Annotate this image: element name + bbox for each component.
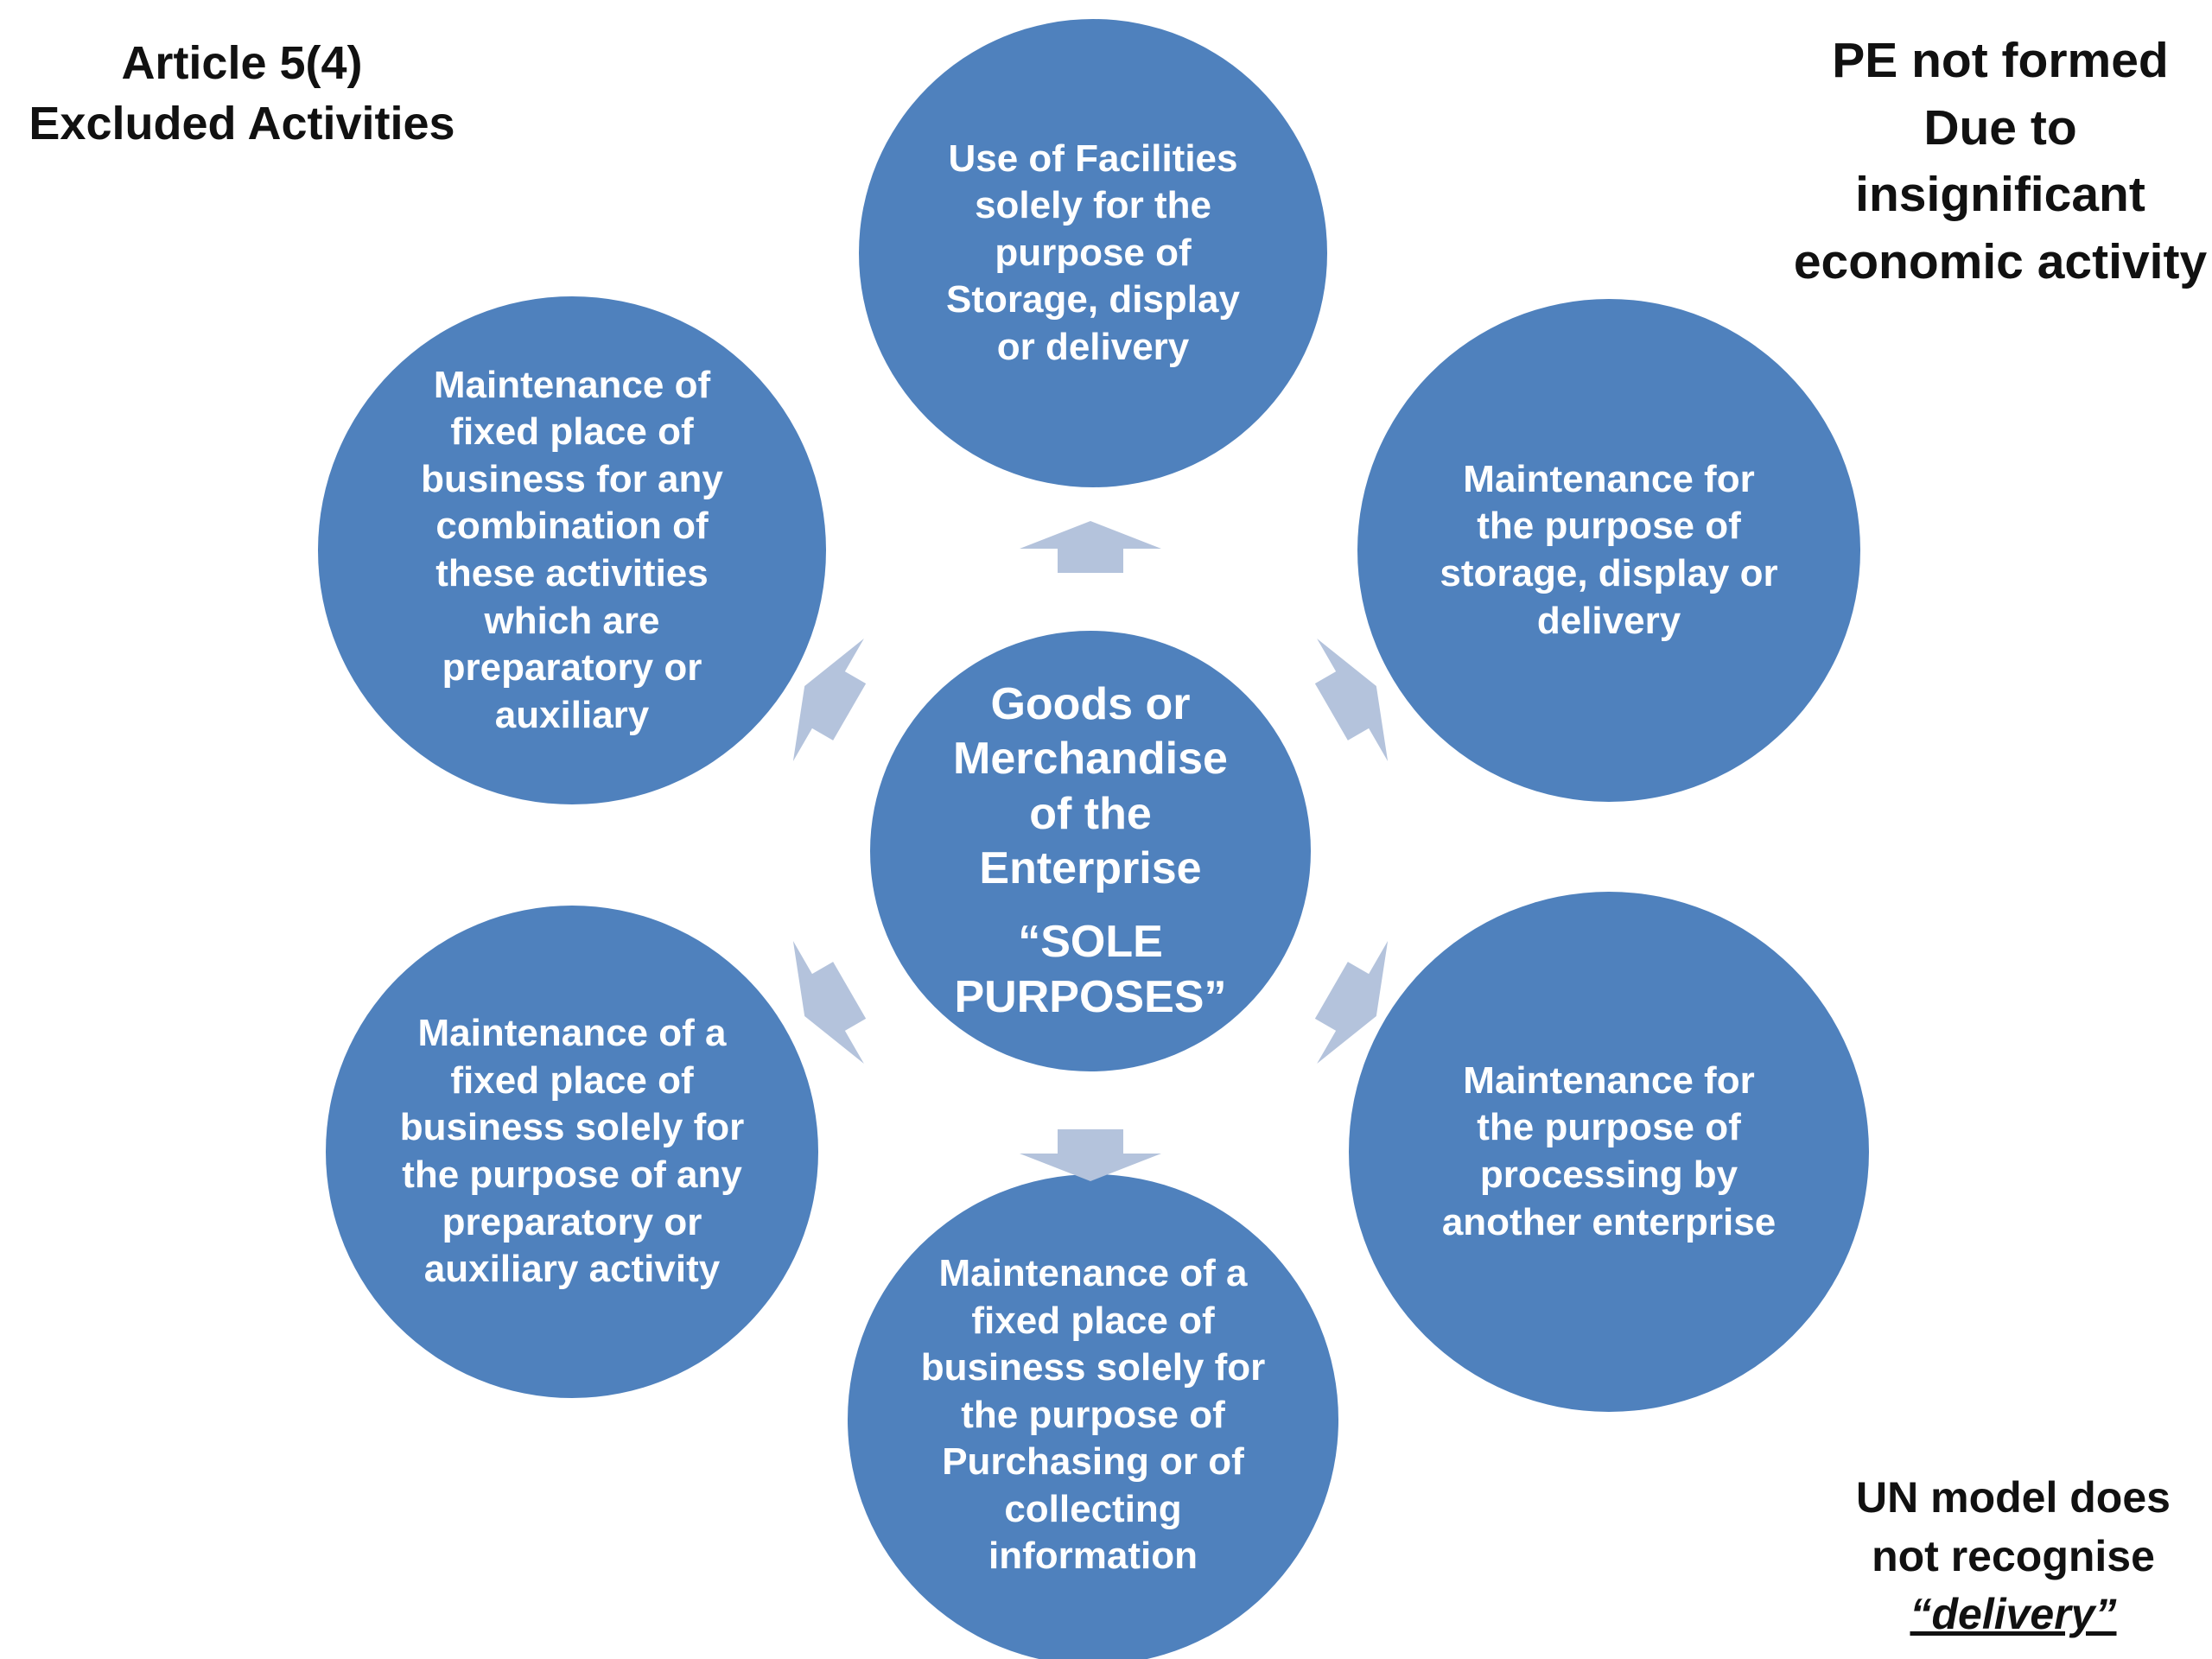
circle-lower-right-label: Maintenance for the purpose of processin… <box>1376 1039 1842 1264</box>
note-line: not recognise <box>1872 1531 2155 1580</box>
circle-bottom <box>848 1174 1338 1659</box>
label-line: fixed place of <box>971 1299 1215 1342</box>
center-label: Goods or Merchandise of the Enterprise “… <box>900 665 1281 1037</box>
label-line: information <box>988 1535 1198 1578</box>
label-line: Maintenance for <box>1463 457 1755 500</box>
label-line: storage, display or <box>1440 552 1778 594</box>
label-line: Use of Facilities <box>948 137 1238 180</box>
center-emphasis-line: “SOLE <box>1018 917 1163 968</box>
arrow-to-lower-right <box>1314 940 1389 1065</box>
label-line: the purpose of <box>961 1393 1225 1436</box>
center-emphasis-line: PURPOSES” <box>954 971 1227 1022</box>
label-line: another enterprise <box>1441 1200 1777 1243</box>
label-line: purpose of <box>995 231 1192 274</box>
arrow-to-top <box>1020 521 1161 573</box>
note-line: Due to <box>1923 99 2077 156</box>
circle-top <box>859 19 1327 487</box>
label-line: business for any <box>421 457 723 500</box>
center-line: of the <box>1029 788 1152 839</box>
center-line: Goods or <box>990 678 1191 729</box>
label-line: processing by <box>1479 1154 1738 1196</box>
note-line: PE not formed <box>1832 33 2169 88</box>
label-line: these activities <box>435 552 709 594</box>
label-line: or delivery <box>996 325 1190 368</box>
arrow-to-lower-left <box>792 940 867 1065</box>
label-line: auxiliary activity <box>423 1248 721 1291</box>
note-emphasis-delivery: “delivery” <box>1910 1590 2117 1638</box>
label-line: Purchasing or of <box>942 1440 1244 1484</box>
label-line: Maintenance of a <box>938 1252 1248 1295</box>
center-line: Merchandise <box>953 734 1228 785</box>
label-line: fixed place of <box>450 410 694 454</box>
label-line: the purpose of <box>1477 1106 1741 1149</box>
label-line: delivery <box>1536 599 1681 642</box>
circle-lower-left-label: Maintenance of a fixed place of business… <box>347 1005 797 1299</box>
arrow-to-bottom <box>1020 1129 1161 1181</box>
label-line: Maintenance of <box>433 363 711 406</box>
heading-line: Article 5(4) <box>121 37 363 89</box>
label-line: business solely for <box>399 1106 745 1149</box>
arrow-to-upper-right <box>1314 638 1389 762</box>
label-line: preparatory or <box>442 646 702 690</box>
circle-lower-right <box>1349 892 1869 1412</box>
circle-upper-left-label: Maintenance of fixed place of business f… <box>356 356 788 745</box>
note-line: insignificant <box>1855 167 2145 223</box>
note-line: UN model does <box>1856 1473 2171 1522</box>
label-line: auxiliary <box>494 693 650 736</box>
label-line: combination of <box>435 505 709 548</box>
circle-upper-right-label: Maintenance for the purpose of storage, … <box>1384 438 1834 663</box>
center-line: Enterprise <box>979 843 1202 893</box>
label-line: Maintenance for <box>1463 1058 1755 1102</box>
label-line: the purpose of <box>1477 505 1741 548</box>
circle-upper-right <box>1357 299 1860 802</box>
circle-top-label: Use of Facilities solely for the purpose… <box>877 115 1309 391</box>
heading-article-5-4: Article 5(4) Excluded Activities <box>9 33 475 154</box>
label-line: preparatory or <box>442 1200 702 1243</box>
label-line: collecting <box>1004 1487 1182 1530</box>
heading-line: Excluded Activities <box>29 98 455 150</box>
label-line: the purpose of any <box>402 1154 742 1196</box>
circle-upper-left <box>318 296 826 804</box>
label-line: fixed place of <box>450 1058 694 1102</box>
label-line: solely for the <box>975 184 1211 227</box>
note-un-model: UN model does not recognise “delivery” <box>1806 1469 2212 1644</box>
note-pe-not-formed: PE not formed Due to insignificant econo… <box>1771 28 2212 296</box>
label-line: which are <box>484 599 660 642</box>
label-line: Maintenance of a <box>417 1012 727 1055</box>
circle-bottom-label: Maintenance of a fixed place of business… <box>868 1243 1318 1588</box>
arrow-to-upper-left <box>792 638 867 762</box>
circle-lower-left <box>326 906 818 1398</box>
note-line: economic activity <box>1793 233 2208 289</box>
label-line: Storage, display <box>946 278 1240 321</box>
label-line: business solely for <box>920 1346 1266 1389</box>
circle-center <box>870 631 1311 1071</box>
